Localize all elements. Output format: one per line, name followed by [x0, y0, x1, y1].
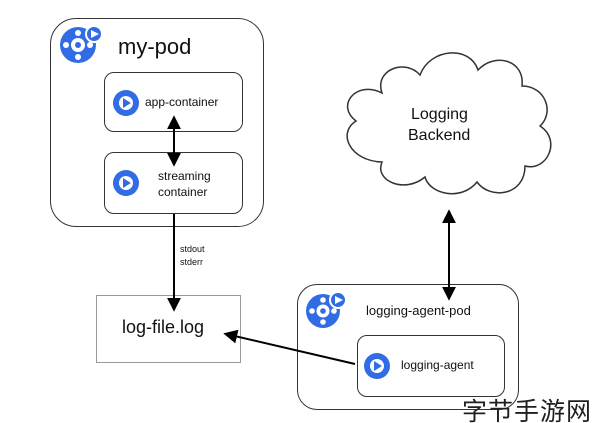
watermark-text: 字节手游网 — [462, 397, 593, 423]
arrow-agent-to-logfile — [223, 329, 356, 365]
stdout-label: stdout — [180, 244, 205, 254]
streaming-container-icon — [112, 169, 140, 197]
my-pod-kubernetes-icon — [56, 24, 106, 66]
logging-agent-pod-kubernetes-icon — [302, 289, 350, 331]
streaming-container-label-line2: container — [158, 185, 208, 199]
app-container-label: app-container — [145, 95, 219, 109]
logging-backend-label-line2: Backend — [408, 127, 471, 144]
logging-agent-box — [357, 335, 505, 397]
log-file-label: log-file.log — [122, 317, 205, 337]
my-pod-title: my-pod — [118, 34, 192, 59]
logging-backend-cloud — [346, 52, 552, 195]
app-container-icon — [112, 89, 140, 117]
logging-agent-pod-title: logging-agent-pod — [366, 303, 471, 318]
logging-agent-icon — [363, 352, 391, 380]
logging-backend-label-line1: Logging — [411, 106, 468, 123]
logging-agent-label: logging-agent — [401, 358, 474, 372]
stderr-label: stderr — [180, 257, 204, 267]
streaming-container-label-line1: streaming — [158, 169, 211, 183]
